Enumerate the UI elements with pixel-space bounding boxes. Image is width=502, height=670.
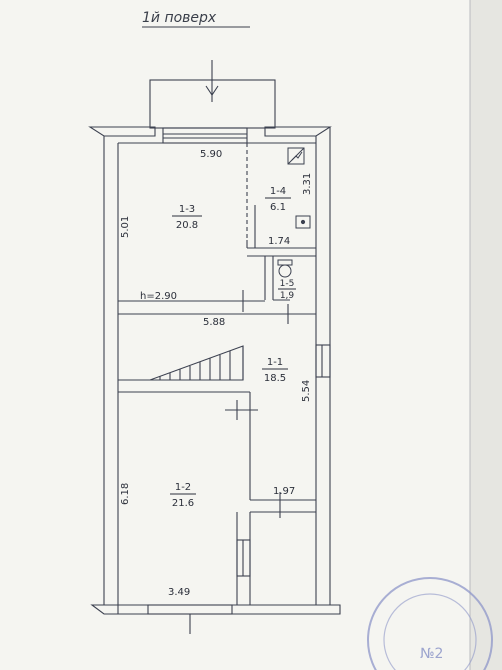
room-area-1-3: 20.8 [176,220,198,231]
walls [88,60,341,634]
window-top [162,127,248,144]
window-right [315,344,331,378]
dimension-labels: 5.90 5.01 3.31 1.74 h=2.90 5.88 5.54 6.1… [120,149,313,598]
room-id-1-1: 1-1 [267,357,283,368]
dim-bottom-width: 3.49 [168,587,190,598]
dim-mid-width: 5.88 [203,317,225,328]
official-stamp: №2 [367,577,493,670]
dim-right-mid: 5.54 [301,380,312,402]
wall-top-left-break [88,126,156,137]
room-area-1-4: 6.1 [270,202,286,213]
room-id-1-4: 1-4 [270,186,286,197]
dim-top-width: 5.90 [200,149,222,160]
room-id-1-2: 1-2 [175,482,191,493]
room-id-1-3: 1-3 [179,204,195,215]
room-area-1-2: 21.6 [172,498,194,509]
wall-bottom-right-break [316,604,341,615]
room-id-1-5: 1-5 [280,279,295,289]
sink-icon [295,215,311,229]
entrance-arrow [205,85,219,96]
dim-right-small: 3.31 [302,173,313,195]
toilet-icon [277,259,293,278]
dim-corridor-width: 1.97 [273,486,295,497]
paper-sheet [0,0,470,670]
plan-title: 1й поверх [142,10,217,26]
stamp-number: №2 [420,646,443,662]
dim-left-height: 5.01 [120,216,131,238]
dim-lower-left: 6.18 [120,483,131,505]
dim-ceiling-height: h=2.90 [140,291,177,302]
boiler-icon [287,147,305,165]
room-area-1-5: 1,9 [280,291,295,301]
room-labels: 1-3 20.8 1-4 6.1 1-5 1,9 1-1 18.5 1-2 21… [170,186,296,509]
room-area-1-1: 18.5 [264,373,286,384]
dim-small-width: 1.74 [268,236,290,247]
